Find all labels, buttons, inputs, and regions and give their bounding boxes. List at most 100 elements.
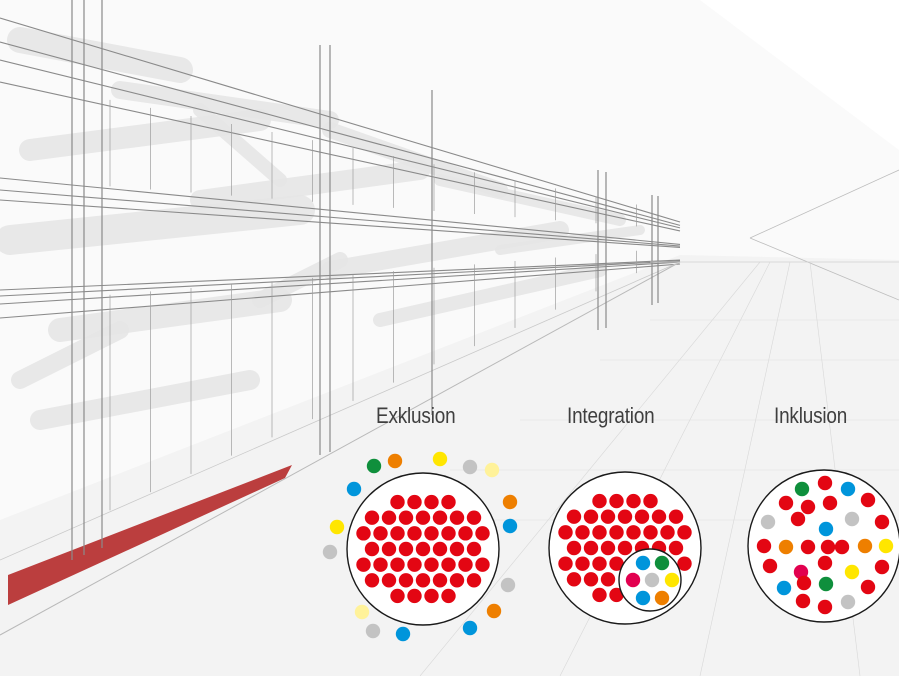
floor-grid [419, 261, 761, 676]
person-dot [466, 541, 482, 557]
person-dot [583, 509, 599, 524]
person-dot [424, 588, 439, 604]
sketch-stroke [7, 27, 193, 83]
person-dot [484, 462, 500, 478]
person-dot [800, 499, 816, 515]
person-dot [390, 494, 405, 510]
person-dot [817, 475, 833, 491]
perspective-guide [749, 169, 899, 239]
person-dot [583, 540, 599, 556]
person-dot [626, 493, 641, 509]
person-dot [441, 526, 456, 541]
floor-grid [699, 261, 791, 676]
person-dot [398, 573, 414, 588]
person-dot [860, 579, 876, 595]
facade-line [0, 261, 681, 305]
person-dot [407, 588, 422, 604]
person-dot [844, 511, 860, 527]
person-dot [566, 540, 582, 556]
person-dot [566, 509, 582, 524]
person-dot [625, 572, 641, 588]
sketch-stroke [322, 122, 508, 198]
person-dot [466, 573, 482, 588]
person-dot [475, 557, 490, 572]
person-dot [626, 525, 641, 540]
person-dot [415, 573, 431, 588]
person-dot [654, 555, 670, 571]
floor-line [0, 261, 681, 561]
person-dot [756, 538, 772, 554]
person-dot [364, 510, 380, 525]
sketch-stroke [434, 174, 626, 226]
person-dot [449, 573, 465, 588]
person-dot [760, 514, 776, 530]
person-dot [600, 540, 616, 556]
person-dot [794, 481, 810, 497]
person-dot [840, 481, 856, 497]
person-dot [592, 556, 607, 571]
person-dot [635, 555, 651, 571]
person-dot [354, 604, 370, 620]
person-dot [415, 510, 431, 525]
person-dot [677, 556, 692, 571]
person-dot [634, 509, 650, 524]
person-dot [609, 556, 624, 571]
person-dot [387, 453, 403, 469]
person-dot [776, 580, 792, 596]
person-dot [390, 557, 405, 572]
person-dot [668, 540, 684, 556]
exklusion-diagram [322, 451, 518, 642]
facade-line [0, 260, 681, 297]
facade-line [0, 59, 681, 229]
person-dot [441, 494, 456, 510]
person-dot [502, 494, 518, 510]
person-dot [609, 525, 624, 540]
person-dot [398, 510, 414, 525]
person-dot [390, 526, 405, 541]
facade-line [0, 81, 681, 232]
inclusion-diagrams [322, 451, 899, 642]
person-dot [643, 493, 658, 509]
person-dot [407, 557, 422, 572]
person-dot [592, 525, 607, 540]
sketch-stroke [30, 370, 260, 430]
person-dot [668, 509, 684, 524]
person-dot [432, 510, 448, 525]
person-dot [874, 514, 890, 530]
person-dot [407, 526, 422, 541]
person-dot [558, 525, 573, 540]
person-dot [441, 588, 456, 604]
person-dot [778, 539, 794, 555]
person-dot [424, 557, 439, 572]
person-dot [592, 587, 607, 603]
integration-label: Integration [567, 403, 655, 428]
person-dot [635, 590, 651, 606]
person-dot [790, 511, 806, 527]
person-dot [644, 572, 660, 588]
person-dot [346, 481, 362, 497]
person-dot [840, 594, 856, 610]
person-dot [677, 525, 692, 540]
person-dot [486, 603, 502, 619]
person-dot [432, 541, 448, 557]
person-dot [583, 572, 599, 587]
person-dot [822, 495, 838, 511]
person-dot [834, 539, 850, 555]
person-dot [424, 526, 439, 541]
person-dot [600, 572, 616, 587]
sketch-stroke [48, 288, 292, 342]
person-dot [844, 564, 860, 580]
person-dot [617, 540, 633, 556]
floor-edge [0, 261, 681, 636]
facade-line [0, 41, 681, 226]
person-dot [407, 494, 422, 510]
person-dot [793, 564, 809, 580]
person-dot [566, 572, 582, 587]
person-dot [617, 509, 633, 524]
person-dot [558, 556, 573, 571]
person-dot [364, 573, 380, 588]
person-dot [322, 544, 338, 560]
